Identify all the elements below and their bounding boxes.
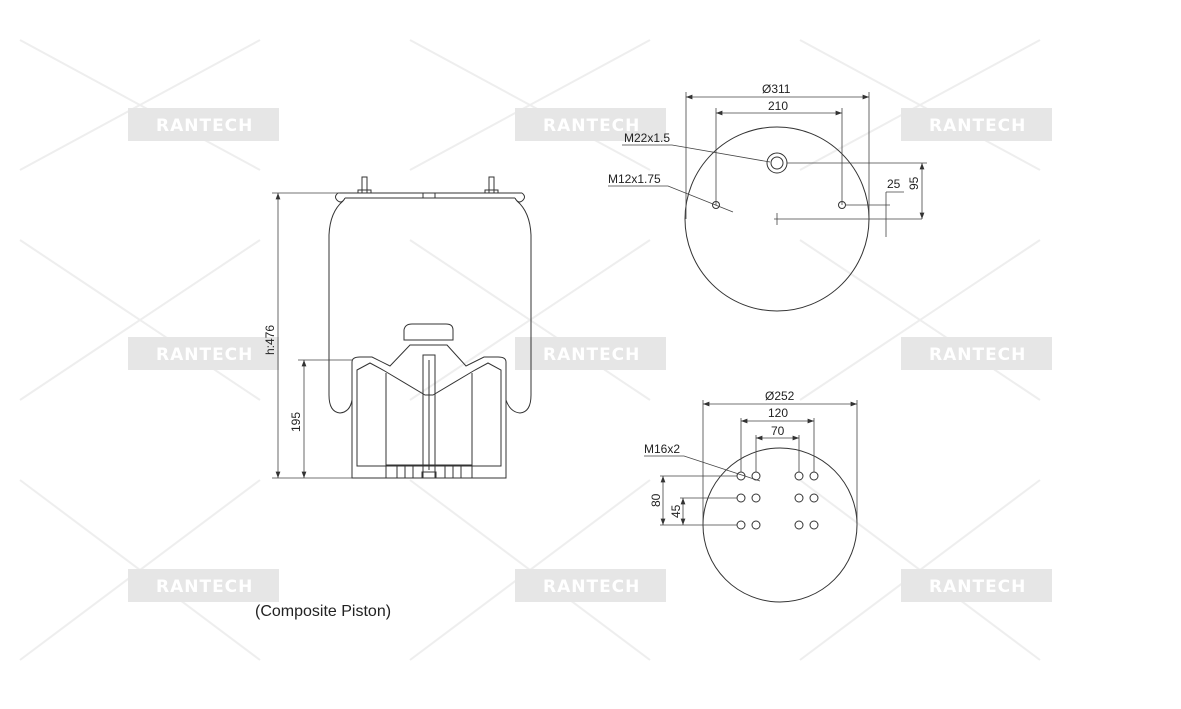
watermark-text: RANTECH: [156, 345, 253, 365]
offset-small-label: 25: [887, 177, 901, 191]
outer-spacing-label: 120: [768, 406, 788, 420]
side-view: h:476 195: [263, 176, 532, 479]
top-bolt-spacing-label: 210: [768, 99, 788, 113]
top-plate-view: Ø311 210 M22x1.5 M12x1.75 25 95 25: [608, 82, 927, 312]
bolt-thread-label: M12x1.75: [608, 172, 661, 186]
inner-spacing-label: 70: [771, 424, 785, 438]
bottom-plate-view: Ø252 120 70 M16x2 80 45: [644, 389, 858, 603]
watermark-text: RANTECH: [156, 116, 253, 136]
piston-height-label: 195: [289, 412, 303, 432]
height-label: h:476: [263, 325, 277, 355]
bottom-diameter-label: Ø252: [765, 389, 795, 403]
watermark-text: RANTECH: [929, 345, 1026, 365]
air-inlet-label: M22x1.5: [624, 131, 670, 145]
top-diameter-label: Ø311: [762, 82, 791, 96]
vertical-outer-label: 80: [649, 493, 663, 507]
watermark-text: RANTECH: [543, 345, 640, 365]
bolt-holes: [736, 471, 819, 530]
watermark-text: RANTECH: [156, 577, 253, 597]
watermark-text: RANTECH: [543, 577, 640, 597]
watermark-text: RANTECH: [929, 116, 1026, 136]
vertical-inner-label: 45: [669, 504, 683, 518]
watermark-banners: RANTECH RANTECH RANTECH RANTECH RANTECH …: [128, 108, 1052, 602]
bottom-bolt-thread-label: M16x2: [644, 442, 680, 456]
watermark-text: RANTECH: [543, 116, 640, 136]
offset-large-label: 95: [907, 176, 921, 190]
watermark-text: RANTECH: [929, 577, 1026, 597]
caption: (Composite Piston): [255, 603, 392, 620]
